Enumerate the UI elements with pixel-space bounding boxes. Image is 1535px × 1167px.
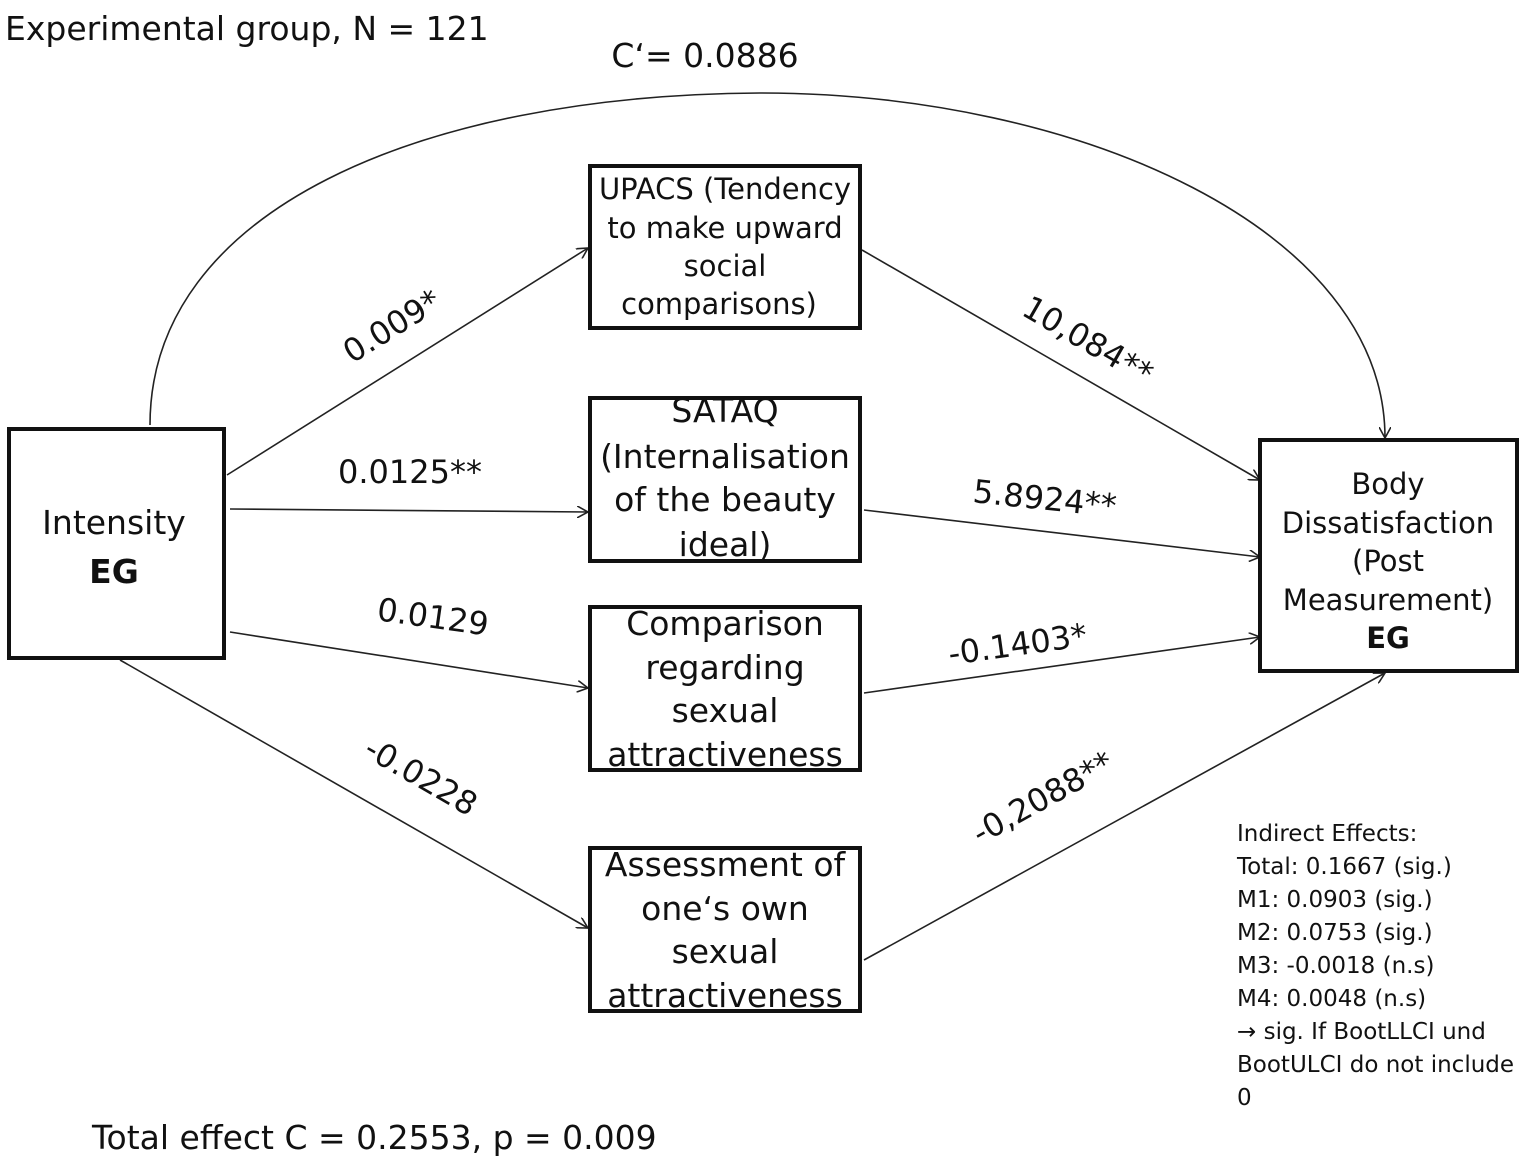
direct-effect-label: C‘= 0.0886 <box>611 36 798 75</box>
node-sataq-label: SATAQ (Internalisation of the beauty ide… <box>600 391 850 564</box>
coef-a2-label: 0.0125** <box>338 453 482 491</box>
svg-text:comparisons): comparisons) <box>621 287 817 321</box>
total-effect-label: Total effect C = 0.2553, p = 0.009 <box>91 1118 657 1157</box>
path-a2-arrow <box>229 509 588 512</box>
svg-text:regarding: regarding <box>645 648 804 687</box>
svg-text:EG: EG <box>89 552 139 591</box>
svg-text:(Internalisation: (Internalisation <box>600 437 850 476</box>
path-a1-arrow <box>226 248 588 476</box>
direct-path-curve <box>149 92 1385 438</box>
svg-text:BootULCI do not include: BootULCI do not include <box>1237 1052 1514 1078</box>
coef-a1-label: 0.009* <box>336 282 447 371</box>
svg-text:(Post: (Post <box>1352 544 1424 578</box>
svg-text:sexual: sexual <box>672 932 779 971</box>
svg-text:of the beauty: of the beauty <box>614 480 836 519</box>
node-intensity-box <box>7 427 226 660</box>
svg-text:M4: 0.0048 (n.s): M4: 0.0048 (n.s) <box>1237 986 1426 1012</box>
svg-text:ideal): ideal) <box>679 525 772 564</box>
coef-a4-label: -0.0228 <box>358 729 484 824</box>
node-upacs-label: UPACS (Tendency to make upward social co… <box>599 172 851 321</box>
indirect-effects-notes: Indirect Effects: Total: 0.1667 (sig.) M… <box>1236 821 1514 1111</box>
svg-text:Assessment of: Assessment of <box>605 845 847 884</box>
svg-text:SATAQ: SATAQ <box>671 391 778 430</box>
svg-text:M1: 0.0903 (sig.): M1: 0.0903 (sig.) <box>1237 887 1433 913</box>
svg-text:EG: EG <box>1366 621 1410 655</box>
svg-text:social: social <box>684 249 767 283</box>
svg-text:0: 0 <box>1237 1085 1252 1111</box>
path-b1-arrow <box>861 249 1260 480</box>
svg-text:→ sig. If BootLLCI und: → sig. If BootLLCI und <box>1237 1019 1486 1045</box>
svg-text:UPACS (Tendency: UPACS (Tendency <box>599 172 851 206</box>
svg-text:to make upward: to make upward <box>607 211 842 245</box>
group-title: Experimental group, N = 121 <box>5 9 489 48</box>
path-b4-arrow <box>863 673 1385 961</box>
coef-b1-label: 10,084** <box>1016 288 1160 393</box>
svg-text:one‘s own: one‘s own <box>641 889 809 928</box>
svg-text:sexual: sexual <box>672 691 779 730</box>
svg-text:M3: -0.0018 (n.s): M3: -0.0018 (n.s) <box>1237 953 1434 979</box>
node-body-dissatisfaction-label: Body Dissatisfaction (Post Measurement) … <box>1282 467 1494 655</box>
coef-a3-label: 0.0129 <box>375 590 491 643</box>
svg-text:attractiveness: attractiveness <box>607 976 843 1015</box>
svg-text:Total: 0.1667 (sig.): Total: 0.1667 (sig.) <box>1236 854 1452 880</box>
coef-b2-label: 5.8924** <box>971 472 1118 525</box>
node-comparison-label: Comparison regarding sexual attractivene… <box>607 604 843 774</box>
path-b2-arrow <box>863 509 1260 557</box>
node-upacs-box <box>588 164 862 330</box>
svg-text:Intensity: Intensity <box>42 503 186 542</box>
svg-text:attractiveness: attractiveness <box>607 735 843 774</box>
path-b3-arrow <box>863 637 1260 694</box>
node-comparison-box <box>588 605 862 772</box>
node-body-dissatisfaction-box <box>1258 438 1519 673</box>
node-intensity-label: Intensity EG <box>42 503 186 591</box>
svg-text:Indirect Effects:: Indirect Effects: <box>1237 821 1417 847</box>
svg-text:Dissatisfaction: Dissatisfaction <box>1282 506 1494 540</box>
svg-text:Measurement): Measurement) <box>1283 583 1493 617</box>
coef-b4-label: -0,2088** <box>965 743 1119 852</box>
node-assessment-label: Assessment of one‘s own sexual attractiv… <box>605 845 847 1015</box>
path-a4-arrow <box>119 659 588 928</box>
path-a3-arrow <box>229 631 588 688</box>
svg-text:M2: 0.0753 (sig.): M2: 0.0753 (sig.) <box>1237 920 1433 946</box>
svg-text:Body: Body <box>1351 467 1424 501</box>
node-sataq-box <box>588 396 862 563</box>
svg-text:Comparison: Comparison <box>626 604 824 643</box>
node-assessment-box <box>588 846 862 1013</box>
